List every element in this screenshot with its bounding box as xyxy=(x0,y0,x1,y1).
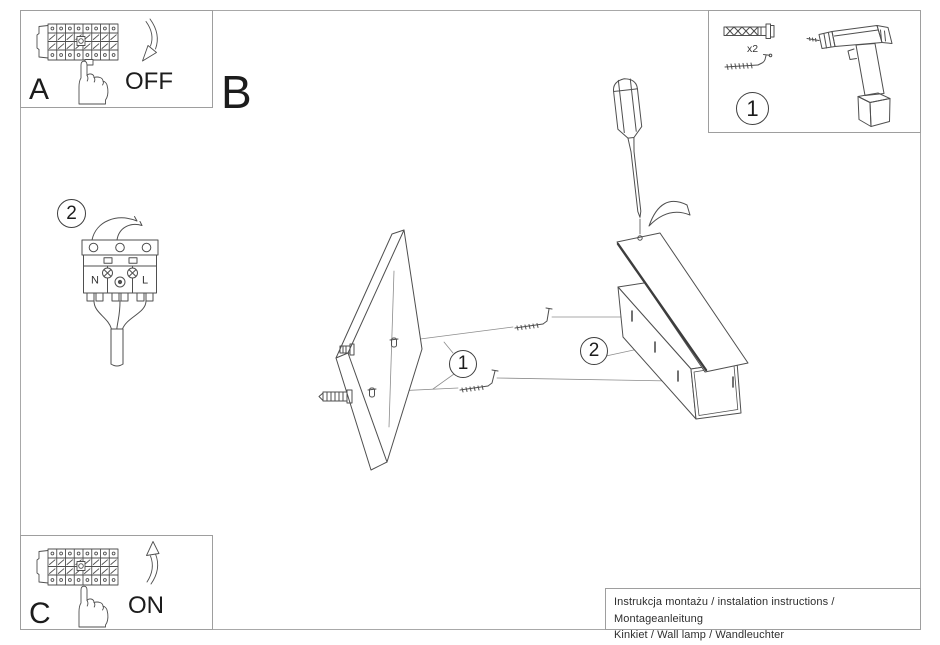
breaker-panel xyxy=(36,23,119,66)
step-a-label: A xyxy=(29,73,50,106)
terminal-n-label: N xyxy=(91,275,99,287)
on-label: ON xyxy=(128,592,164,619)
pointing-hand-icon xyxy=(78,60,109,105)
wall-plug-icon xyxy=(723,23,775,39)
assembly-exploded-view xyxy=(318,78,749,471)
bracket-screw xyxy=(367,387,377,398)
terminal-block xyxy=(81,239,159,302)
parts-callout-1-number: 1 xyxy=(746,95,759,121)
assembly-callout-1: 1 xyxy=(449,350,477,378)
hook-screw-icon xyxy=(459,369,499,393)
assembly-callout-2-number: 2 xyxy=(588,340,600,361)
hook-screw-icon xyxy=(514,307,553,331)
wiring-callout-2: 2 xyxy=(57,199,86,228)
wires-top xyxy=(91,216,143,241)
lamp-cover xyxy=(616,218,749,373)
caption-line2: Kinkiet / Wall lamp / Wandleuchter xyxy=(614,629,785,641)
wall-bracket xyxy=(335,229,423,471)
page-frame xyxy=(20,10,921,630)
parts-callout-1: 1 xyxy=(736,92,769,125)
screwdriver-icon xyxy=(613,78,643,218)
caption-line1: Instrukcja montażu / instalation instruc… xyxy=(614,596,835,625)
curved-arrow-icon xyxy=(648,200,691,227)
hook-screw-icon xyxy=(724,53,773,70)
circuit-breaker-off-illustration xyxy=(36,18,158,105)
terminal-block-illustration: N L xyxy=(81,216,159,367)
assembly-callout-2: 2 xyxy=(580,337,608,365)
wall-plug-icon xyxy=(339,343,355,356)
curved-arrow-up-icon xyxy=(146,541,160,585)
terminal-l-label: L xyxy=(142,275,148,287)
wiring-callout-2-number: 2 xyxy=(66,202,77,224)
cable xyxy=(93,300,147,367)
pointing-hand-icon xyxy=(78,585,109,628)
drill-icon xyxy=(806,25,893,127)
off-label: OFF xyxy=(125,68,173,95)
circuit-breaker-on-illustration xyxy=(36,541,160,628)
step-b-label: B xyxy=(221,66,252,118)
step-a-box xyxy=(20,10,213,108)
assembly-callout-1-number: 1 xyxy=(457,353,469,374)
wall-plug-icon xyxy=(318,389,353,404)
parts-illustration xyxy=(723,23,893,127)
curved-arrow-down-icon xyxy=(142,18,158,62)
step-c-box xyxy=(20,535,213,630)
quantity-label: x2 xyxy=(747,43,759,55)
breaker-panel xyxy=(36,548,119,586)
bracket-screw xyxy=(389,337,399,348)
caption-box: Instrukcja montażu / instalation instruc… xyxy=(605,588,921,641)
step-c-label: C xyxy=(29,597,51,630)
